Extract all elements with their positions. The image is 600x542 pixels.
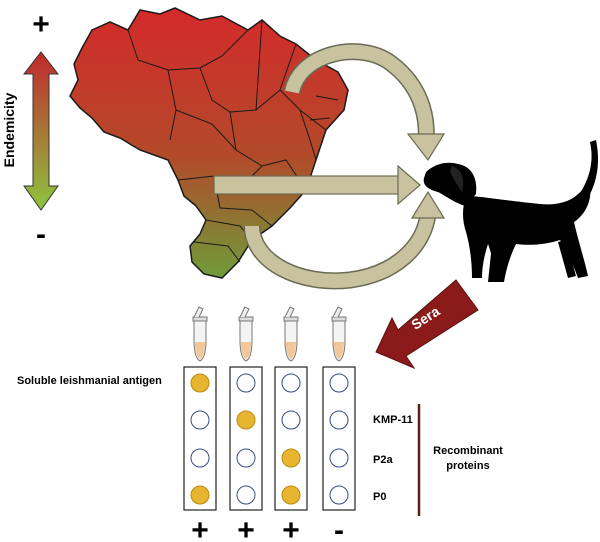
positive-spot bbox=[190, 485, 210, 505]
tube-cap bbox=[332, 306, 343, 318]
negative-spot bbox=[329, 448, 349, 468]
straight-arrowhead bbox=[397, 164, 421, 206]
tube-fluid bbox=[334, 342, 344, 359]
test-strip-2: + bbox=[229, 306, 263, 542]
endemicity-arrow bbox=[22, 51, 60, 211]
endemicity-scale: + Endemicity - bbox=[1, 8, 60, 251]
test-strip-1: + bbox=[183, 306, 217, 542]
negative-spot bbox=[236, 448, 256, 468]
antigen-label: Soluble leishmanial antigen bbox=[17, 375, 162, 387]
brazil-map bbox=[69, 7, 349, 279]
straight-arrow-shaft bbox=[213, 175, 401, 195]
endemicity-minus: - bbox=[36, 218, 46, 251]
cycle-arrows bbox=[213, 43, 446, 290]
positive-spot bbox=[190, 373, 210, 393]
tube-fluid bbox=[195, 342, 205, 359]
negative-spot bbox=[236, 485, 256, 505]
result-symbol-3: + bbox=[282, 514, 300, 542]
strip-panel: + + + - bbox=[183, 306, 356, 542]
lower-cycle-arrowhead bbox=[410, 190, 446, 219]
recombinant-bracket: Recombinant proteins bbox=[417, 404, 503, 516]
upper-cycle-arrowhead bbox=[406, 133, 446, 162]
negative-spot bbox=[190, 448, 210, 468]
sample-tube bbox=[331, 306, 347, 362]
sample-tube bbox=[238, 306, 254, 362]
dog-silhouette bbox=[423, 140, 598, 282]
tube-cap bbox=[193, 306, 204, 318]
test-strip-3: + bbox=[274, 306, 308, 542]
negative-spot bbox=[329, 410, 349, 430]
result-symbol-4: - bbox=[334, 514, 344, 542]
negative-spot bbox=[281, 373, 301, 393]
sera-arrow-shape bbox=[375, 279, 479, 370]
endemicity-label: Endemicity bbox=[1, 92, 17, 167]
positive-spot bbox=[281, 448, 301, 468]
row-label-p0: P0 bbox=[373, 491, 386, 503]
result-symbol-1: + bbox=[191, 514, 209, 542]
sera-arrow: Sera bbox=[375, 279, 479, 370]
brazil-outline bbox=[69, 7, 349, 279]
sample-tube bbox=[192, 306, 208, 362]
state-borders bbox=[127, 19, 339, 263]
negative-spot bbox=[190, 410, 210, 430]
negative-spot bbox=[329, 485, 349, 505]
row-label-kmp11: KMP-11 bbox=[373, 414, 413, 426]
result-symbol-2: + bbox=[237, 514, 255, 542]
positive-spot bbox=[236, 410, 256, 430]
endemicity-plus: + bbox=[32, 8, 50, 41]
negative-spot bbox=[281, 410, 301, 430]
tube-rim bbox=[283, 316, 299, 322]
tube-fluid bbox=[286, 342, 296, 359]
negative-spot bbox=[236, 373, 256, 393]
tube-fluid bbox=[241, 342, 251, 359]
tube-cap bbox=[284, 306, 295, 318]
row-labels: KMP-11 P2a P0 bbox=[373, 414, 413, 503]
tube-cap bbox=[239, 306, 250, 318]
tube-rim bbox=[192, 316, 208, 322]
bracket-label-line2: proteins bbox=[446, 460, 489, 472]
bracket-label-line1: Recombinant bbox=[433, 445, 503, 457]
negative-spot bbox=[329, 373, 349, 393]
row-label-p2a: P2a bbox=[373, 454, 393, 466]
positive-spot bbox=[281, 485, 301, 505]
tube-rim bbox=[238, 316, 254, 322]
tube-rim bbox=[331, 316, 347, 322]
sample-tube bbox=[283, 306, 299, 362]
test-strip-4: - bbox=[322, 306, 356, 542]
